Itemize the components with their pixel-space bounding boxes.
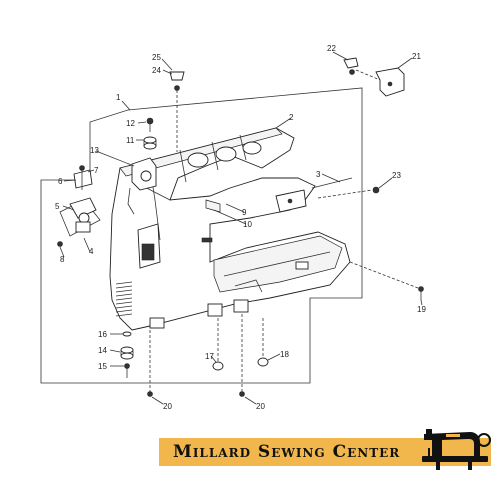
part-13-mechanism: [127, 157, 157, 215]
screw-23: [372, 186, 380, 194]
callout-14: 14: [98, 346, 107, 355]
rod-3: [311, 177, 353, 189]
callout-13: 13: [90, 146, 99, 155]
sewing-machine-icon: [422, 429, 491, 470]
screw-20-right: [239, 391, 245, 397]
callout-2: 2: [289, 113, 294, 122]
bushing-14: [120, 346, 134, 360]
callout-20-right: 20: [256, 402, 265, 411]
screw-15: [124, 363, 130, 378]
callout-7: 7: [94, 166, 99, 175]
foot-18: [257, 357, 269, 367]
callout-24: 24: [152, 66, 161, 75]
vent-grille: [115, 281, 133, 317]
enclosure-outline: [40, 87, 363, 384]
callout-6: 6: [58, 177, 63, 186]
screw-22: [343, 57, 359, 75]
callout-11: 11: [126, 136, 135, 145]
leader-lines: [59, 51, 423, 405]
callout-16: 16: [98, 330, 107, 339]
main-housing: [109, 127, 351, 331]
callout-19: 19: [417, 305, 426, 314]
banner-title: Millard Sewing Center: [173, 442, 401, 462]
washer-16: [122, 331, 132, 337]
callout-25: 25: [152, 53, 161, 62]
callout-8: 8: [60, 255, 65, 264]
callout-4: 4: [89, 247, 94, 256]
callout-21: 21: [412, 52, 421, 61]
callout-5: 5: [55, 202, 60, 211]
callout-15: 15: [98, 362, 107, 371]
callout-22: 22: [327, 44, 336, 53]
callout-9: 9: [242, 208, 247, 217]
screw-19: [418, 286, 424, 300]
foot-17: [212, 361, 224, 371]
callout-20-left: 20: [163, 402, 172, 411]
callout-1: 1: [116, 93, 121, 102]
screw-12: [146, 117, 154, 132]
callout-23: 23: [392, 171, 401, 180]
callout-labels: 1 2 3 4 5 6 7 8 9 10 11 12 13 14 15 16 1…: [55, 44, 426, 411]
callout-17: 17: [205, 352, 214, 361]
callout-3: 3: [316, 170, 321, 179]
bracket-21: [375, 67, 405, 97]
screw-24: [174, 85, 180, 91]
screw-20-left: [147, 391, 153, 397]
cap-25: [169, 71, 185, 81]
callout-10: 10: [243, 220, 252, 229]
callout-12: 12: [126, 119, 135, 128]
washer-11: [143, 136, 157, 150]
sub-assembly-5-8: [57, 165, 101, 247]
callout-18: 18: [280, 350, 289, 359]
